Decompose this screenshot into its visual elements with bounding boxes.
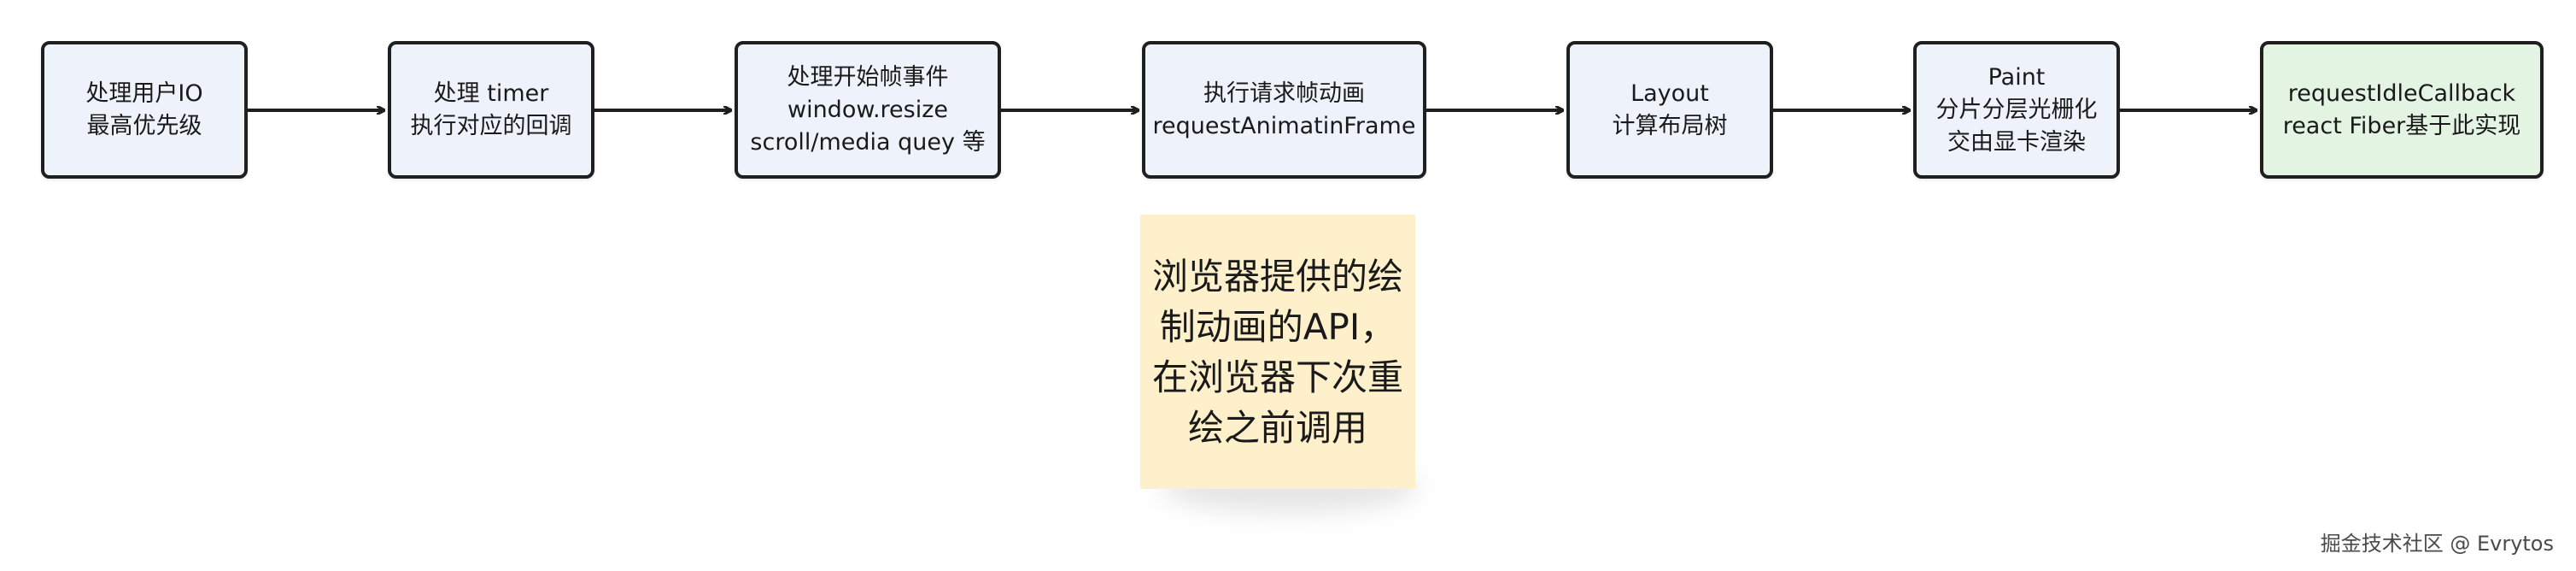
- node-layout-line-1: Layout: [1630, 79, 1709, 107]
- node-layout-line-2: 计算布局树: [1612, 112, 1728, 139]
- sticky-note-line-2: 制动画的API，: [1159, 305, 1396, 348]
- node-frame-events: 处理开始帧事件 window.resize scroll/media quey …: [735, 41, 1001, 179]
- node-frame-events-line-1: 处理开始帧事件: [787, 63, 949, 91]
- node-frame-events-line-2: window.resize: [787, 96, 948, 123]
- node-user-io-line-2: 最高优先级: [86, 112, 202, 139]
- node-timer-line-2: 执行对应的回调: [410, 112, 572, 139]
- node-timer: 处理 timer 执行对应的回调: [388, 41, 594, 179]
- node-user-io: 处理用户IO 最高优先级: [41, 41, 248, 179]
- node-paint-line-2: 分片分层光栅化: [1935, 96, 2098, 123]
- node-paint: Paint 分片分层光栅化 交由显卡渲染: [1913, 41, 2120, 179]
- node-idle-line-2: react Fiber基于此实现: [2282, 112, 2521, 139]
- node-raf: 执行请求帧动画 requestAnimatinFrame: [1142, 41, 1426, 179]
- sticky-note-line-4: 绘之前调用: [1187, 406, 1367, 449]
- node-user-io-line-1: 处理用户IO: [85, 79, 203, 107]
- node-idle-line-1: requestIdleCallback: [2287, 79, 2516, 107]
- watermark: 掘金技术社区 @ Evrytos: [2320, 532, 2554, 556]
- node-raf-line-1: 执行请求帧动画: [1203, 79, 1365, 107]
- node-idle: requestIdleCallback react Fiber基于此实现: [2260, 41, 2544, 179]
- node-timer-line-1: 处理 timer: [433, 79, 549, 107]
- sticky-note-line-3: 在浏览器下次重: [1151, 356, 1403, 398]
- node-frame-events-line-3: scroll/media quey 等: [750, 128, 986, 156]
- node-raf-line-2: requestAnimatinFrame: [1152, 112, 1416, 139]
- sticky-note: 浏览器提供的绘 制动画的API， 在浏览器下次重 绘之前调用: [1140, 215, 1415, 489]
- node-paint-line-3: 交由显卡渲染: [1947, 128, 2086, 156]
- node-paint-line-1: Paint: [1988, 63, 2046, 91]
- sticky-note-line-1: 浏览器提供的绘: [1151, 255, 1403, 297]
- node-layout: Layout 计算布局树: [1566, 41, 1773, 179]
